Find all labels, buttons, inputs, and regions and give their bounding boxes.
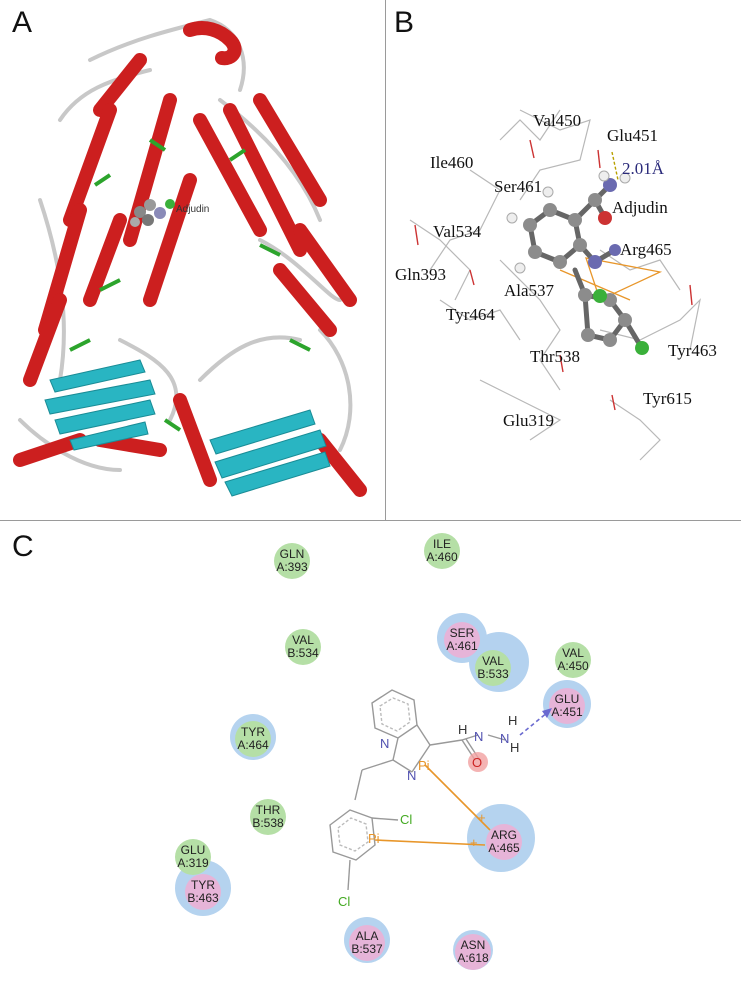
pi-label-lower: Pi	[368, 831, 380, 846]
label-ile460: Ile460	[430, 153, 473, 172]
residue-val534-pos: B:534	[287, 646, 319, 660]
residue-disc-thr538: THR B:538	[250, 799, 286, 835]
horizontal-divider	[0, 520, 741, 521]
residue-ile460-pos: A:460	[426, 550, 458, 564]
residue-val533-pos: B:533	[477, 667, 509, 681]
residue-gln393-name: GLN	[280, 547, 305, 561]
label-val534: Val534	[433, 222, 482, 241]
coil-backbone	[18, 17, 353, 472]
residue-ala537-pos: B:537	[351, 942, 383, 956]
label-glu319: Glu319	[503, 411, 554, 430]
atom-n-hydrazide: N	[500, 731, 509, 746]
residue-disc-glu319: GLU A:319	[175, 839, 211, 875]
pi-interaction-lines-b	[559, 257, 663, 301]
residue-disc-ser461: SER A:461	[444, 622, 480, 658]
label-gln393: Gln393	[395, 265, 446, 284]
vertical-divider	[385, 0, 386, 520]
label-ser461: Ser461	[494, 177, 542, 196]
residue-val450-name: VAL	[562, 646, 584, 660]
pi-interaction-lines	[374, 764, 491, 846]
residue-disc-gln393: GLN A:393	[274, 543, 310, 579]
label-distance: 2.01Å	[622, 159, 665, 178]
residue-disc-asn618: ASN A:618	[455, 934, 491, 970]
label-thr538: Thr538	[530, 347, 580, 366]
residue-disc-arg465: ARG A:465	[486, 824, 522, 860]
residue-ile460-name: ILE	[433, 537, 451, 551]
panel-label-c: C	[12, 530, 34, 563]
label-tyr615: Tyr615	[643, 389, 692, 408]
label-glu451: Glu451	[607, 126, 658, 145]
label-val450: Val450	[533, 111, 581, 130]
panel-b-binding-pocket: Val450 Glu451 Ile460 2.01Å Ser461 Adjudi…	[395, 109, 717, 461]
residue-glu451-name: GLU	[555, 692, 580, 706]
label-adjudin: Adjudin	[612, 198, 668, 217]
residue-halos	[175, 613, 591, 970]
oxygen-halo	[468, 752, 488, 772]
residue-tyr463-pos: B:463	[187, 891, 219, 905]
residue-disc-tyr463: TYR B:463	[185, 874, 221, 910]
pocket-oxygen-sticks	[414, 139, 693, 411]
residue-disc-ile460: ILE A:460	[424, 533, 460, 569]
residue-ser461-pos: A:461	[446, 639, 478, 653]
beta-sheets	[44, 359, 331, 497]
residue-disc-glu451: GLU A:451	[549, 688, 585, 724]
residue-asn618-name: ASN	[461, 938, 486, 952]
label-ala537: Ala537	[504, 281, 555, 300]
turns	[69, 138, 311, 432]
panel-a-protein-structure: Adjudin	[13, 17, 367, 497]
residue-asn618-pos: A:618	[457, 951, 489, 965]
residue-tyr464-name: TYR	[241, 725, 265, 739]
ligand-label-a: Adjudin	[176, 204, 209, 215]
residue-disc-val450: VAL A:450	[555, 642, 591, 678]
atom-h-nh-a: H	[508, 713, 517, 728]
atom-o: O	[472, 755, 482, 770]
alpha-helices	[13, 21, 367, 497]
panel-label-b: B	[394, 6, 415, 39]
residue-thr538-pos: B:538	[252, 816, 284, 830]
label-tyr463: Tyr463	[668, 341, 717, 360]
residue-ala537-name: ALA	[356, 929, 379, 943]
atom-n2: N	[407, 768, 416, 783]
residue-disc-tyr464: TYR A:464	[235, 721, 271, 757]
residue-glu319-name: GLU	[181, 843, 206, 857]
plus-label-upper: +	[478, 810, 486, 825]
residue-arg465-pos: A:465	[488, 841, 520, 855]
pocket-residue-wires	[409, 109, 701, 461]
residue-val534-name: VAL	[292, 633, 314, 647]
residue-disc-val534: VAL B:534	[285, 629, 321, 665]
residue-glu319-pos: A:319	[177, 856, 209, 870]
panel-label-a: A	[12, 6, 33, 39]
residue-thr538-name: THR	[256, 803, 281, 817]
residue-val450-pos: A:450	[557, 659, 589, 673]
atom-cl-top: Cl	[400, 812, 412, 827]
ligand-skeleton	[329, 689, 506, 891]
atom-n-amide: N	[474, 729, 483, 744]
label-tyr464: Tyr464	[446, 305, 495, 324]
ligand-ball-model	[130, 199, 175, 227]
residue-val533-name: VAL	[482, 654, 504, 668]
residue-tyr463-name: TYR	[191, 878, 215, 892]
atom-h-top: H	[458, 722, 467, 737]
residue-disc-val533: VAL B:533	[475, 650, 511, 686]
hbond-arrowhead	[542, 708, 552, 718]
residue-arg465-name: ARG	[491, 828, 517, 842]
residue-disc-ala537: ALA B:537	[349, 925, 385, 961]
hbond-arrow	[519, 711, 549, 736]
pi-label-upper: Pi	[418, 758, 430, 773]
plus-label-lower: +	[470, 835, 478, 850]
residue-tyr464-pos: A:464	[237, 738, 269, 752]
atom-cl-bottom: Cl	[338, 894, 350, 909]
residue-glu451-pos: A:451	[551, 705, 583, 719]
residue-gln393-pos: A:393	[276, 560, 308, 574]
atom-h-nh-b: H	[510, 740, 519, 755]
label-arg465: Arg465	[620, 240, 672, 259]
residue-ser461-name: SER	[450, 626, 475, 640]
atom-n1: N	[380, 736, 389, 751]
adjudin-ball-and-stick	[506, 170, 649, 355]
